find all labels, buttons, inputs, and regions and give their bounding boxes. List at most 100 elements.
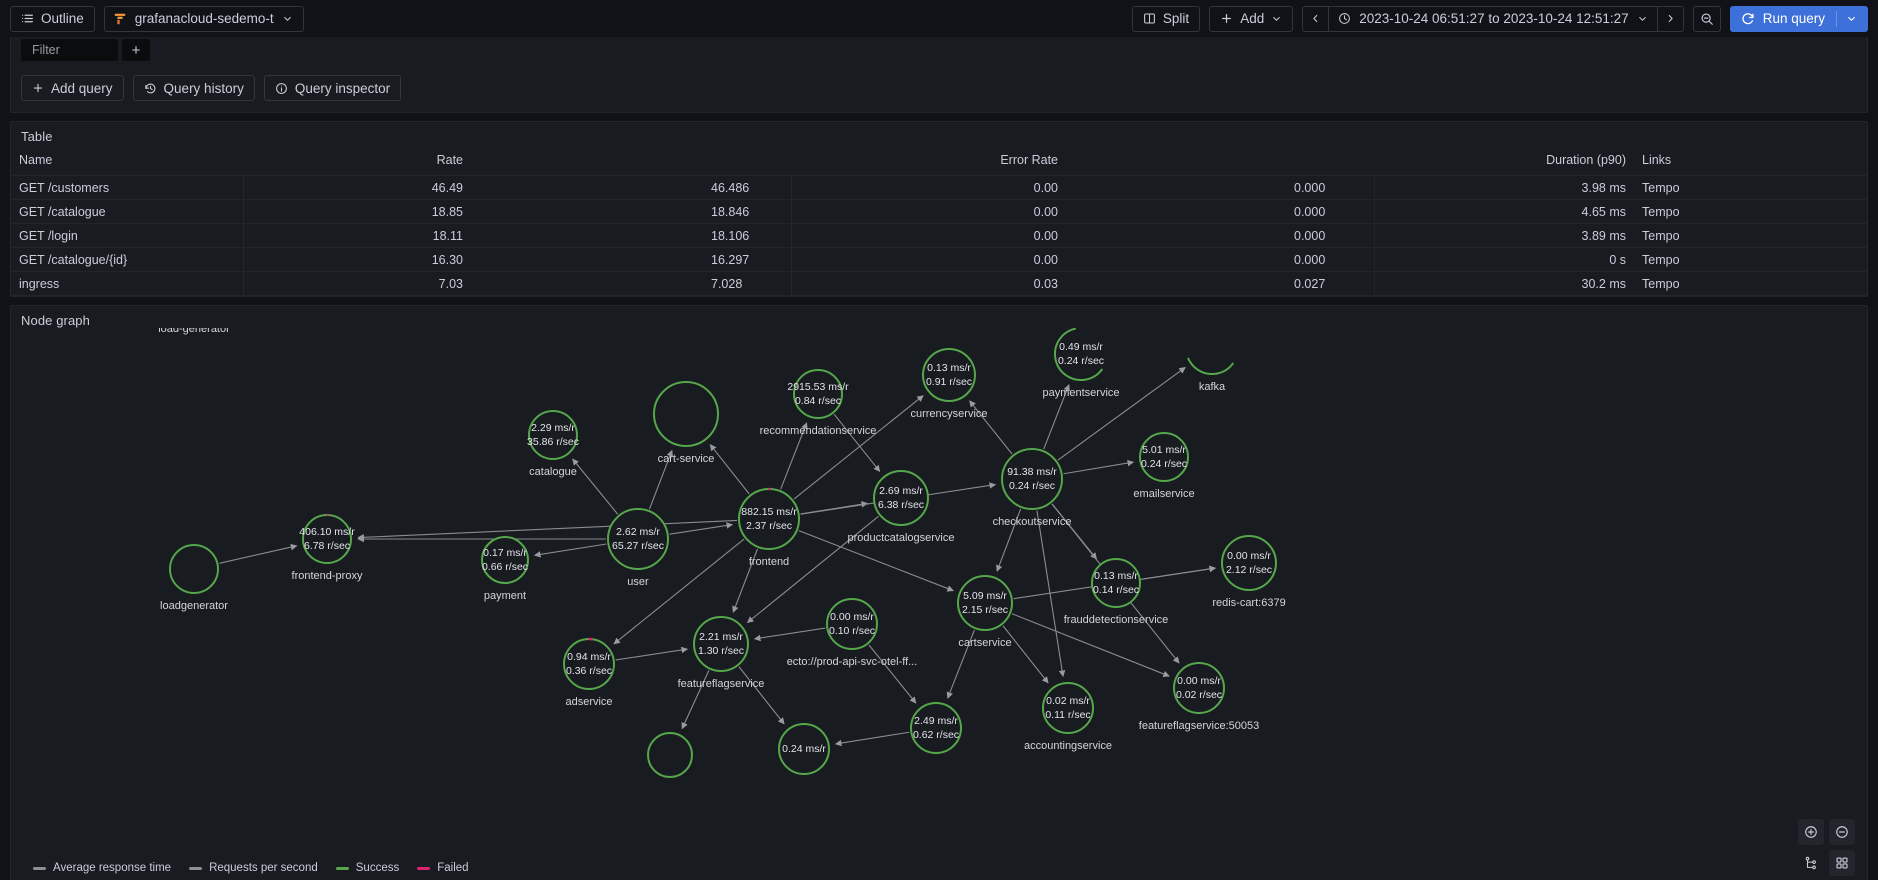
cell-link[interactable]: Tempo xyxy=(1634,199,1867,224)
graph-node[interactable] xyxy=(647,732,693,778)
graph-node[interactable] xyxy=(1173,662,1225,714)
col-header-error-rate[interactable]: Error Rate xyxy=(1000,153,1058,167)
graph-node[interactable] xyxy=(922,348,976,402)
legend-item[interactable]: Requests per second xyxy=(189,862,318,874)
cell-error-value: 0.027 xyxy=(1284,271,1374,296)
zoom-in-button[interactable] xyxy=(1798,819,1824,845)
cell-link[interactable]: Tempo xyxy=(1634,175,1867,200)
graph-node[interactable] xyxy=(793,369,843,419)
cell-rate-value: 16.297 xyxy=(701,247,791,272)
cell-name: GET /login xyxy=(11,223,243,248)
add-query-button[interactable]: Add query xyxy=(21,75,124,101)
zoom-out-button[interactable] xyxy=(1829,819,1855,845)
run-query-button[interactable]: Run query xyxy=(1729,5,1868,32)
legend-item[interactable]: Success xyxy=(335,862,399,874)
col-header-name[interactable]: Name xyxy=(19,153,53,167)
filter-input[interactable]: Filter xyxy=(21,39,118,61)
cell-error-rate: 0.03 xyxy=(790,271,1066,296)
graph-edge xyxy=(780,422,808,490)
graph-node[interactable] xyxy=(562,637,616,691)
zoom-out-time-button[interactable] xyxy=(1692,5,1721,32)
col-header-duration[interactable]: Duration (p90) xyxy=(1546,153,1626,167)
add-button[interactable]: Add xyxy=(1209,5,1294,32)
cell-name: ingress xyxy=(11,271,243,296)
grid-layout-button[interactable] xyxy=(1829,850,1855,876)
split-button[interactable]: Split xyxy=(1131,5,1201,32)
col-header-rate[interactable]: Rate xyxy=(436,153,463,167)
clock-icon xyxy=(1338,12,1351,25)
datasource-picker[interactable]: grafanacloud-sedemo-t xyxy=(103,5,304,32)
graph-node[interactable] xyxy=(528,410,578,460)
graph-edge xyxy=(946,629,975,699)
legend-label: Failed xyxy=(437,862,469,874)
graph-edge xyxy=(868,644,917,704)
layered-layout-button[interactable] xyxy=(1798,850,1824,876)
time-shift-forward-button[interactable] xyxy=(1658,7,1683,31)
cell-name: GET /catalogue xyxy=(11,199,243,224)
cell-link[interactable]: Tempo xyxy=(1634,247,1867,272)
chevron-right-icon xyxy=(1665,13,1676,24)
grid-icon xyxy=(1836,857,1848,869)
graph-node[interactable] xyxy=(693,616,749,672)
time-range-label: 2023-10-24 06:51:27 to 2023-10-24 12:51:… xyxy=(1359,11,1629,26)
cell-error-gauge xyxy=(1066,247,1284,272)
legend-item[interactable]: Failed xyxy=(417,862,469,874)
time-range-picker[interactable]: 2023-10-24 06:51:27 to 2023-10-24 12:51:… xyxy=(1329,6,1658,31)
filter-row: Filter + xyxy=(11,35,1867,67)
cell-error-value: 0.000 xyxy=(1284,223,1374,248)
graph-node[interactable] xyxy=(301,513,353,565)
graph-edge xyxy=(1043,384,1070,450)
outline-button[interactable]: Outline xyxy=(10,5,95,32)
graph-node[interactable] xyxy=(778,723,830,775)
chevron-down-icon[interactable] xyxy=(1846,13,1857,24)
legend-label: Average response time xyxy=(53,862,172,874)
chevron-down-icon xyxy=(1637,13,1648,24)
run-button-divider xyxy=(1836,10,1837,27)
graph-edge xyxy=(793,395,924,500)
graph-node[interactable] xyxy=(737,487,801,551)
graph-edge xyxy=(753,627,826,642)
query-inspector-button[interactable]: Query inspector xyxy=(263,75,402,101)
graph-node[interactable] xyxy=(957,575,1013,631)
graph-node[interactable] xyxy=(481,536,529,584)
time-shift-back-button[interactable] xyxy=(1303,6,1330,31)
cell-rate-gauge xyxy=(471,223,701,248)
graph-nodes[interactable] xyxy=(169,328,1277,778)
graph-node[interactable] xyxy=(607,508,669,570)
time-range-controls: 2023-10-24 06:51:27 to 2023-10-24 12:51:… xyxy=(1302,5,1684,32)
graph-node[interactable] xyxy=(1139,432,1189,482)
graph-node[interactable] xyxy=(1176,328,1248,384)
graph-node[interactable] xyxy=(1221,535,1277,591)
cell-link[interactable]: Tempo xyxy=(1634,271,1867,296)
legend-item[interactable]: Average response time xyxy=(33,862,171,874)
cell-error-rate: 0.00 xyxy=(790,199,1066,224)
col-header-links[interactable]: Links xyxy=(1642,153,1672,167)
graph-node[interactable] xyxy=(1001,448,1063,510)
graph-node[interactable] xyxy=(826,598,878,650)
graph-node[interactable] xyxy=(873,470,929,526)
query-history-button[interactable]: Query history xyxy=(132,75,255,101)
cell-error-value: 0.000 xyxy=(1284,247,1374,272)
table-panel: Table Name Rate Error Rate Duration (p90… xyxy=(10,121,1868,297)
graph-node[interactable] xyxy=(910,702,962,754)
graph-edge xyxy=(1002,625,1049,684)
graph-node[interactable] xyxy=(1042,682,1094,734)
graph-node[interactable] xyxy=(169,544,219,594)
graph-node[interactable] xyxy=(653,381,719,447)
cell-rate-value: 46.486 xyxy=(701,175,791,200)
cell-duration: 3.98 ms xyxy=(1373,175,1634,200)
cell-rate-value: 7.028 xyxy=(701,271,791,296)
add-filter-button[interactable]: + xyxy=(122,39,150,61)
cell-link[interactable]: Tempo xyxy=(1634,223,1867,248)
graph-node[interactable] xyxy=(1045,328,1117,390)
graph-node[interactable] xyxy=(1091,558,1141,608)
legend-swatch xyxy=(33,866,46,870)
node-graph-controls xyxy=(1798,819,1855,876)
run-query-label: Run query xyxy=(1762,11,1825,26)
